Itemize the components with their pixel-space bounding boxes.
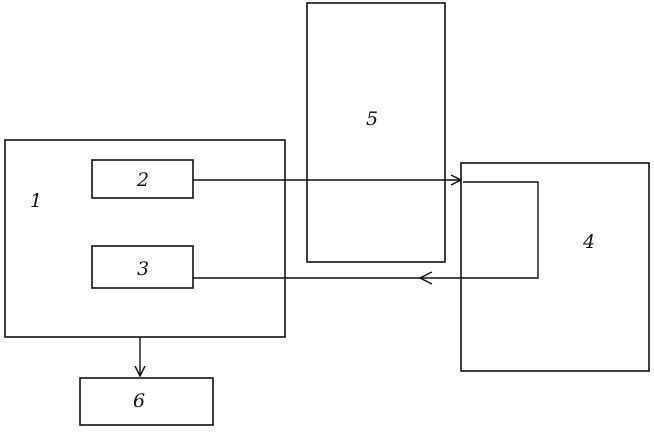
- block-3: 3: [92, 246, 193, 288]
- block-6: 6: [80, 378, 213, 425]
- block-3-label: 3: [137, 258, 149, 280]
- block-2: 2: [92, 160, 193, 198]
- block-5: 5: [307, 3, 445, 262]
- block-6-label: 6: [133, 390, 145, 412]
- block-2-label: 2: [136, 169, 149, 191]
- block-4: 4: [461, 163, 649, 371]
- block-4-label: 4: [582, 231, 595, 253]
- loop-in-block-4-line: [419, 182, 538, 278]
- block-5-label: 5: [366, 108, 378, 130]
- block-1-label: 1: [30, 190, 42, 212]
